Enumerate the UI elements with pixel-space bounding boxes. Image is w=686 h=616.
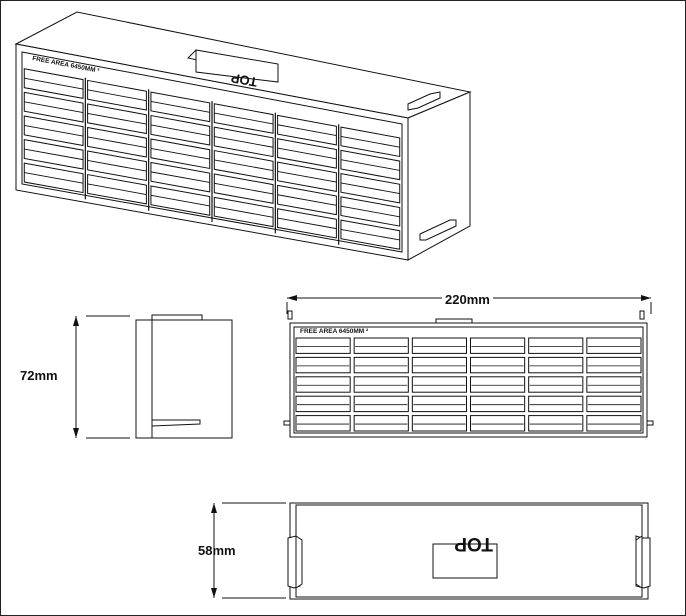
iso-louvre-blade [277, 147, 337, 160]
iso-louvre-blade [277, 124, 337, 136]
front-louvre-slot [528, 337, 584, 354]
top-tab [432, 543, 498, 579]
front-top-lug [435, 318, 473, 324]
front-louvre-slot [470, 415, 526, 432]
iso-louvre-blade [87, 89, 147, 102]
dim-220-arrow-right [641, 295, 651, 301]
front-louvre-slot [586, 376, 642, 393]
front-louvre-slot [586, 395, 642, 413]
iso-louvre-blade [24, 77, 84, 90]
front-louvre-slot [528, 415, 584, 432]
iso-louvre-blade [214, 206, 274, 218]
front-louvre-slot [586, 356, 642, 374]
side-view [73, 314, 233, 439]
iso-louvre-blade [24, 124, 84, 137]
front-louvre-slot [411, 395, 468, 413]
height-dimension-label: 72mm [20, 368, 58, 383]
iso-louvre-blade [150, 101, 210, 113]
front-inner-frame [293, 326, 644, 434]
iso-louvre-blade [150, 194, 210, 207]
iso-louvre-blade [24, 148, 84, 161]
front-louvre-slot [470, 376, 526, 393]
front-louvre-slot [295, 395, 351, 413]
depth-dimension-label: 58mm [198, 543, 236, 558]
iso-louvre-blade [340, 135, 400, 148]
side-clip [151, 419, 201, 427]
iso-louvre-blade [214, 112, 274, 125]
front-free-area-label: FREE AREA 6450MM ² [300, 328, 369, 335]
iso-louvre-blade [150, 124, 210, 137]
front-clip-left [283, 420, 291, 426]
front-louvre-slot [353, 376, 409, 393]
iso-louvre-blade [277, 194, 337, 206]
iso-louvre-blade [277, 170, 337, 183]
iso-louvre-blade [277, 217, 337, 230]
front-louvre-slot [528, 395, 584, 413]
front-louvre-slot [295, 337, 351, 354]
dim-58-arrow-top [211, 503, 217, 513]
iso-louvre-blade [150, 147, 210, 160]
iso-louvre-blade [214, 136, 274, 148]
front-lug-left [287, 310, 293, 320]
top-tab-label: TOP [454, 533, 493, 554]
front-louvre-slot [470, 356, 526, 374]
iso-side-face [407, 91, 471, 261]
front-louvre-slot [353, 395, 409, 413]
iso-louvre-blade [87, 136, 147, 149]
dim-220-arrow-left [287, 295, 297, 301]
iso-louvre-blade [214, 182, 274, 195]
side-top-lip [151, 314, 203, 321]
front-louvre-slot [411, 337, 468, 354]
iso-louvre-blade [214, 159, 274, 172]
iso-louvre-blade [87, 183, 147, 195]
front-louvre-slot [470, 395, 526, 413]
dim-72-arrow-bottom [73, 428, 79, 438]
iso-louvre-blade [87, 112, 147, 125]
iso-clip-bottom-right [419, 219, 457, 241]
iso-louvre-blade [87, 160, 147, 172]
dim-58-arrow-bottom [211, 588, 217, 598]
iso-louvre-blade [24, 101, 84, 113]
iso-louvre-blade [150, 171, 210, 183]
iso-louvre-blade [340, 182, 400, 195]
iso-louvre-blade [340, 205, 400, 218]
front-louvre-slot [586, 415, 642, 432]
front-louvre-slot [295, 356, 351, 374]
front-louvres [295, 337, 642, 432]
iso-louvres [23, 68, 401, 250]
front-louvre-slot [528, 376, 584, 393]
front-louvre-slot [411, 415, 468, 432]
front-louvre-slot [353, 356, 409, 374]
iso-grille-frame [21, 51, 403, 253]
iso-louvre-blade [24, 172, 84, 184]
iso-louvre-blade [340, 228, 400, 241]
front-view: FREE AREA 6450MM ² [283, 295, 654, 438]
isometric-view: TOP FREE AREA 6450MM ² [14, 11, 472, 261]
top-clip-right-inner [635, 535, 643, 589]
dim-72-arrow-top [73, 316, 79, 326]
iso-top-label: TOP [230, 70, 259, 89]
front-lug-right [639, 310, 645, 320]
front-louvre-slot [295, 376, 351, 393]
iso-top-tab-face [195, 49, 279, 83]
width-dimension-label: 220mm [442, 292, 493, 307]
iso-clip-top-right [407, 91, 441, 111]
top-clip-left-inner [295, 535, 303, 589]
front-louvre-slot [353, 415, 409, 432]
front-louvre-slot [411, 376, 468, 393]
front-louvre-slot [353, 337, 409, 354]
iso-louvre-blade [340, 159, 400, 171]
front-louvre-slot [586, 337, 642, 354]
top-view: TOP [211, 502, 651, 600]
front-louvre-slot [470, 337, 526, 354]
front-louvre-slot [295, 415, 351, 432]
front-louvre-slot [411, 356, 468, 374]
front-clip-right [646, 420, 654, 426]
front-louvre-slot [528, 356, 584, 374]
